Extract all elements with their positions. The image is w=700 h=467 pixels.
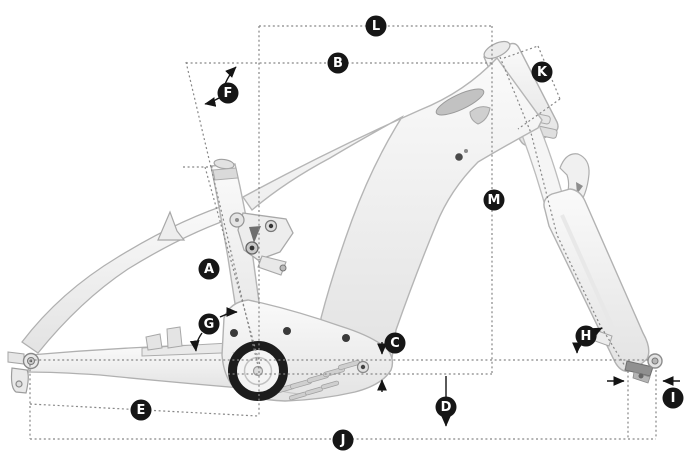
measurement-letter-F: F [224,86,233,101]
measurement-badge-C [384,332,406,354]
measurement-badge-F [217,82,239,104]
arrow-H-up [590,327,603,338]
measurement-arrows [189,66,680,427]
measurement-letter-E: E [137,403,146,418]
seat-collar [213,158,235,170]
bracket-tab [145,333,163,351]
measurement-letter-K: K [537,65,548,80]
seatstay-fin [157,210,186,241]
bracket-tab [166,326,183,349]
measurement-badge-M [483,189,505,211]
bb-inner-ring [243,356,273,386]
fork-leg-highlight [560,214,620,341]
arrow-F-up [224,66,237,85]
measure-line-chainstay-E [29,403,259,417]
rocker-link [229,212,294,276]
main-pivot-dot [235,218,239,222]
measurement-letter-M: M [488,193,501,208]
measurement-letter-C: C [390,336,400,351]
k-tick-top [503,45,539,59]
measurement-badge-B [327,52,349,74]
grille-slat [320,380,340,390]
motor-area [221,299,394,402]
motor-bolt [283,327,291,335]
measurement-badge-K [531,61,553,83]
measurement-letter-L: L [372,19,380,34]
front-triangle [241,56,543,359]
measure-line-steering-axis [499,56,629,372]
dropout-lug-hole [15,380,23,388]
bb-lockring [228,341,288,401]
k-tick-bottom [517,98,561,130]
main-frame-tubes [241,56,543,359]
measurement-letter-H: H [581,329,592,344]
measurement-letter-B: B [333,56,343,71]
motor-bolt-light-dot [360,364,366,370]
rocker-bolt-lower-dot [249,245,255,251]
dropout-left-tab [7,351,25,365]
arrow-G-down [189,332,203,352]
headset-top-cap [483,40,511,60]
measurement-badge-L [365,15,387,37]
brake-bolt [638,373,644,379]
measurement-badge-H [575,325,597,347]
rocker-bolt-upper-dot [268,223,274,229]
rocker-arm-bolt [279,264,287,272]
front-axle-inner [651,357,659,365]
rocker-arm [257,255,287,276]
downtube-nub [464,149,468,153]
measurement-badge-I [662,387,684,409]
dropout-lug [10,367,29,394]
measurement-badge-E [130,399,152,421]
measurement-letter-G: G [204,317,215,332]
downtube-bolt [455,153,463,161]
head-gusset-cutout [435,88,485,116]
fork-lower-leg [543,188,650,373]
arrow-G-up [219,307,238,318]
rocker-cutout [249,226,261,243]
frame-artwork [7,40,663,402]
measurement-badge-A [198,258,220,280]
measurement-badges: A B C D E F G H I J K L M [130,15,684,451]
measurement-badge-D [435,396,457,418]
measurement-badge-G [198,313,220,335]
seat-collar-band [212,167,239,181]
arrow-H-down [572,342,582,354]
measurement-letter-I: I [671,391,676,406]
arrow-F-down [204,97,220,107]
motor-bolt [230,329,238,337]
head-gusset-scoop [469,106,491,125]
measurement-badge-J [332,429,354,451]
measurement-letter-D: D [441,400,452,415]
motor-bolt [342,334,350,342]
measurement-letter-A: A [204,262,214,277]
measurement-letter-J: J [340,433,346,448]
